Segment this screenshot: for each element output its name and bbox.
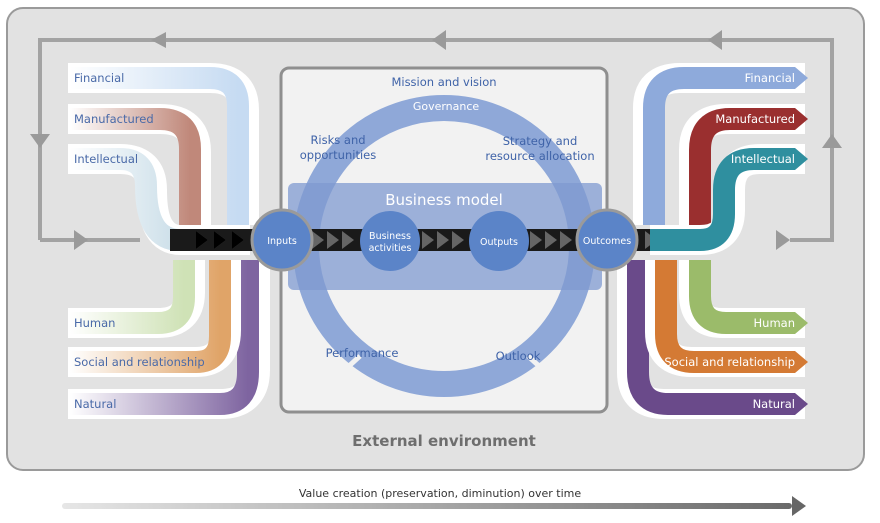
input-ribbon-human xyxy=(70,260,195,334)
business-model-label: Business model xyxy=(385,191,503,209)
strategy-label-1: Strategy and xyxy=(503,134,578,148)
strategy-label-2: resource allocation xyxy=(485,149,594,163)
risks-label-1: Risks and xyxy=(310,133,365,147)
node-business-activities-label-1: Business xyxy=(369,231,411,242)
input-label-financial: Financial xyxy=(74,71,124,85)
risks-label-2: opportunities xyxy=(300,148,376,162)
input-capitals xyxy=(68,63,270,419)
loop-arrow-up xyxy=(822,134,842,148)
output-ribbon-social xyxy=(655,260,795,373)
feedback-loop xyxy=(38,38,834,242)
external-environment-label: External environment xyxy=(352,432,536,450)
output-label-social: Social and relationship xyxy=(664,355,795,369)
output-ribbon-intellectual xyxy=(650,148,795,251)
input-label-human: Human xyxy=(74,316,115,330)
node-outputs xyxy=(469,211,529,271)
input-ribbon-manufactured xyxy=(70,108,201,225)
input-ribbon-social xyxy=(70,260,231,373)
input-label-intellectual: Intellectual xyxy=(74,152,138,166)
mission-and-vision-label: Mission and vision xyxy=(391,75,496,89)
output-label-intellectual: Intellectual xyxy=(731,152,795,166)
performance-label: Performance xyxy=(326,346,399,360)
node-outputs-label: Outputs xyxy=(480,237,518,248)
output-label-natural: Natural xyxy=(753,397,795,411)
loop-arrow-down xyxy=(30,134,50,148)
node-outcomes-label: Outcomes xyxy=(583,236,631,247)
outlook-label: Outlook xyxy=(496,349,541,363)
value-creation-label: Value creation (preservation, diminution… xyxy=(299,487,581,500)
loop-arrow-right-right xyxy=(776,230,790,250)
input-label-social: Social and relationship xyxy=(74,355,205,369)
loop-arrow-left-1 xyxy=(151,32,166,48)
node-business-activities-label-2: activities xyxy=(369,243,412,254)
loop-arrow-left-3 xyxy=(708,30,722,50)
node-inputs-label: Inputs xyxy=(267,236,297,247)
output-capitals xyxy=(617,63,808,419)
input-ribbon-financial xyxy=(70,67,249,225)
node-business-activities xyxy=(360,211,420,271)
output-ribbon-financial xyxy=(643,67,795,225)
output-ribbon-manufactured xyxy=(689,108,795,225)
input-label-manufactured: Manufactured xyxy=(74,112,154,126)
governance-label: Governance xyxy=(413,100,480,113)
input-ribbon-natural xyxy=(70,260,259,415)
output-label-human: Human xyxy=(754,316,795,330)
output-label-manufactured: Manufactured xyxy=(715,112,795,126)
output-ribbon-natural xyxy=(627,260,795,415)
value-creation-arrow-shaft xyxy=(62,503,792,509)
input-ribbon-intellectual xyxy=(70,148,250,251)
node-inputs xyxy=(250,208,314,272)
output-label-financial: Financial xyxy=(745,71,795,85)
input-label-natural: Natural xyxy=(74,397,116,411)
loop-arrow-right-left xyxy=(74,230,88,250)
output-ribbon-human xyxy=(689,260,795,334)
loop-arrow-left-2 xyxy=(432,30,446,50)
node-outcomes xyxy=(575,208,639,272)
value-creation-arrow-head xyxy=(792,496,806,516)
